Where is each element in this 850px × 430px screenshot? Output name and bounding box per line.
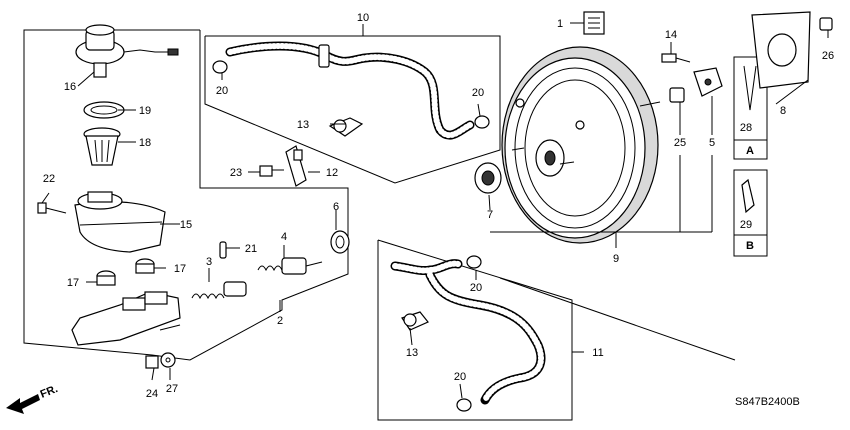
washer-27	[160, 352, 176, 368]
callout-11: 11	[592, 347, 603, 359]
callout-29: 29	[740, 219, 752, 231]
key-label-b: B	[746, 240, 754, 252]
callout-20-b: 20	[472, 87, 484, 99]
callout-20-c: 20	[470, 282, 482, 294]
callout-7: 7	[487, 209, 493, 221]
callout-3: 3	[206, 256, 212, 268]
seal-6	[330, 230, 350, 254]
divider-line	[499, 277, 736, 361]
hose-11-frame	[377, 239, 573, 421]
reservoir-15	[74, 191, 166, 253]
callout-25: 25	[674, 137, 686, 149]
clip-29	[741, 178, 755, 214]
callout-5: 5	[709, 137, 715, 149]
bolt-14	[661, 53, 691, 63]
callout-8: 8	[780, 105, 786, 117]
callout-16: 16	[64, 81, 76, 93]
master-cylinder-frame	[23, 29, 349, 361]
callout-22: 22	[43, 173, 55, 185]
pin-21	[219, 241, 227, 259]
callout-4: 4	[281, 231, 287, 243]
key-box-a	[733, 56, 768, 160]
callout-15: 15	[180, 219, 192, 231]
front-arrow-icon	[6, 394, 40, 414]
hose-clip-13-b	[401, 311, 429, 331]
callout-2: 2	[277, 315, 283, 327]
callout-18: 18	[139, 137, 151, 149]
callout-12: 12	[326, 167, 338, 179]
secondary-piston-3	[191, 281, 247, 300]
clamp-20-a	[212, 60, 228, 74]
callout-26: 26	[822, 50, 834, 62]
bolt-23	[259, 165, 284, 177]
callout-9: 9	[613, 253, 619, 265]
callout-20-a: 20	[216, 85, 228, 97]
bolt-22	[37, 202, 67, 214]
label-1	[583, 11, 605, 35]
clip-28	[743, 65, 757, 111]
callout-23: 23	[230, 167, 242, 179]
nut-25	[669, 87, 685, 103]
bracket-12	[285, 145, 307, 187]
callout-labels: 1 10 14 26 16 19 18 20 20 13 25 5 8 28 A…	[39, 12, 834, 408]
diagram-code: S847B2400B	[735, 396, 800, 408]
reservoir-strainer-18	[83, 127, 121, 166]
callout-17-b: 17	[174, 263, 186, 275]
callout-20-d: 20	[454, 371, 466, 383]
callout-1: 1	[557, 18, 563, 30]
callout-19: 19	[139, 105, 151, 117]
leader-lines	[41, 22, 829, 399]
callout-17-a: 17	[67, 277, 79, 289]
callout-6: 6	[333, 201, 339, 213]
key-box-b	[733, 169, 768, 257]
front-arrow-label: FR.	[39, 383, 60, 401]
key-label-a: A	[746, 145, 754, 157]
reservoir-cap	[75, 24, 179, 78]
callout-28: 28	[740, 122, 752, 134]
callout-13-a: 13	[297, 119, 309, 131]
clamp-20-b	[474, 115, 490, 129]
callout-10: 10	[357, 12, 369, 24]
master-cylinder-body	[71, 291, 181, 346]
gasket-7	[474, 162, 502, 194]
grommet-17-left	[96, 270, 116, 286]
bracket-5	[693, 67, 723, 97]
primary-piston-4	[257, 257, 323, 275]
hose-10-frame	[204, 35, 501, 184]
callout-14: 14	[665, 29, 677, 41]
callout-13-b: 13	[406, 347, 418, 359]
bracket-8	[751, 11, 811, 89]
callout-27: 27	[166, 383, 178, 395]
nut-24	[145, 355, 159, 369]
callout-24: 24	[146, 388, 158, 400]
nut-26	[819, 17, 833, 31]
clamp-20-c	[466, 255, 482, 269]
callout-21: 21	[245, 243, 257, 255]
hose-clip-13-a	[328, 117, 364, 137]
clamp-20-d	[456, 398, 472, 412]
brake-booster	[501, 46, 661, 244]
grommet-17-right	[135, 258, 155, 274]
